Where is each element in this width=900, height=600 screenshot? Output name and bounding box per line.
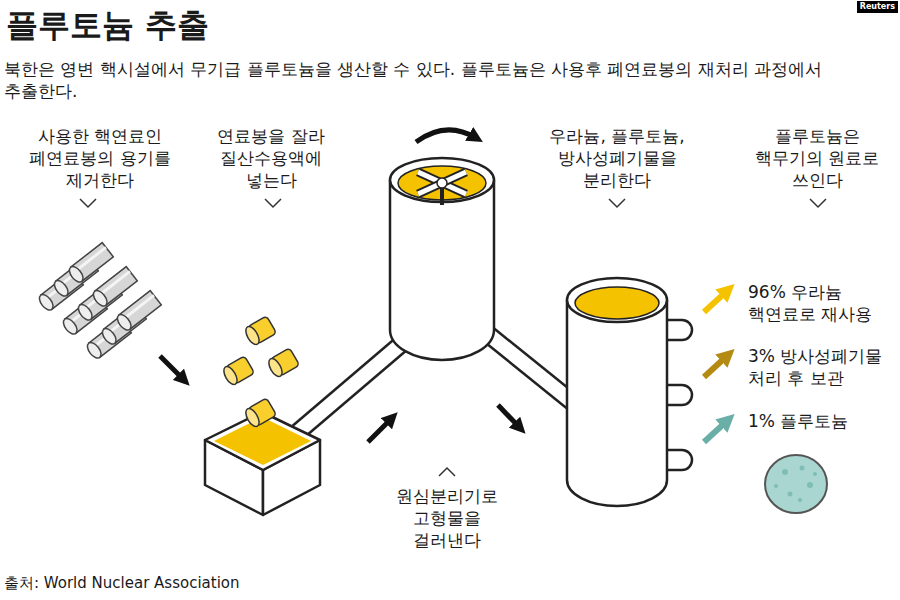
flow-arrow: [498, 405, 520, 428]
fuel-pellet: [221, 356, 254, 387]
fuel-rods: [91, 267, 138, 309]
fuel-pellet: [266, 356, 285, 378]
fuel-rods: [115, 312, 134, 332]
fuel-rods: [52, 278, 71, 298]
step-note: 연료봉을 잘라 질산수용액에 넣는다: [206, 125, 336, 191]
plutonium-disk: [813, 472, 817, 476]
fuel-pellet: [243, 406, 262, 428]
plutonium-disk: [765, 455, 827, 513]
fuel-pellet: [266, 348, 299, 379]
chevron: [810, 199, 826, 207]
centrifuge: [437, 178, 447, 188]
step-note: 원심분리기로 고형물을 걸러낸다: [385, 485, 510, 551]
source-caption: 출처: World Nuclear Association: [4, 574, 239, 594]
fuel-rods: [67, 264, 86, 284]
step-note: 사용한 핵연료인 폐연료봉의 용기를 제거한다: [20, 125, 180, 191]
plutonium-disk: [765, 455, 827, 513]
credit-logo: Reuters: [857, 1, 898, 13]
centrifuge: [390, 180, 494, 360]
step-note: 1% 플루토늄: [748, 410, 894, 432]
chevron: [609, 199, 625, 207]
centrifuge: [390, 158, 494, 360]
title: 플루토늄 추출: [6, 6, 209, 44]
output-arrow: [704, 355, 728, 377]
flow-arrow: [368, 418, 392, 442]
output-arrow: [704, 290, 728, 312]
rotation-arrow: [416, 130, 476, 142]
plutonium-disk: [798, 498, 802, 502]
fuel-rods: [98, 271, 130, 296]
separation-column: [567, 300, 667, 506]
fuel-rods: [67, 243, 114, 285]
plutonium-disk: [788, 492, 793, 497]
step-note: 96% 우라늄 핵연료로 재사용: [748, 281, 894, 325]
fuel-rods: [122, 295, 154, 320]
plutonium-disk: [782, 469, 788, 475]
fuel-pellet: [221, 364, 240, 386]
fuel-rods: [74, 247, 106, 272]
fuel-rods: [85, 340, 104, 360]
fuel-rods: [91, 288, 110, 308]
acid-box: [205, 412, 320, 515]
fuel-pellet: [243, 398, 276, 429]
subtitle: 북한은 영변 핵시설에서 무기급 플루토늄을 생산할 수 있다. 플루토늄은 사…: [4, 58, 894, 102]
fuel-pellet: [243, 316, 276, 347]
separation-column: [567, 278, 667, 322]
chevron: [265, 199, 281, 207]
plutonium-disk: [774, 466, 817, 503]
step-note: 우라늄, 플루토늄, 방사성폐기물을 분리한다: [542, 125, 692, 191]
fuel-rods: [115, 291, 162, 333]
separation-column: [575, 287, 659, 319]
fuel-rods: [61, 316, 80, 336]
chevron: [80, 199, 96, 207]
step-note: 3% 방사성폐기물 처리 후 보관: [748, 345, 894, 389]
fuel-pellet: [221, 316, 299, 429]
fuel-rods: [37, 292, 56, 312]
step-note: 플루토늄은 핵무기의 원료로 쓰인다: [747, 125, 887, 191]
plutonium-disk: [807, 482, 813, 488]
flow-arrow: [160, 356, 184, 380]
fuel-rods: [100, 326, 119, 346]
fuel-pellet: [243, 324, 262, 346]
output-arrow: [704, 420, 728, 442]
fuel-rods: [76, 302, 95, 322]
separation-column: [567, 278, 667, 506]
acid-box: [214, 417, 311, 465]
chevron: [439, 468, 455, 476]
fuel-rods: [37, 243, 162, 361]
plutonium-disk: [800, 466, 805, 471]
plutonium-disk: [774, 484, 778, 488]
